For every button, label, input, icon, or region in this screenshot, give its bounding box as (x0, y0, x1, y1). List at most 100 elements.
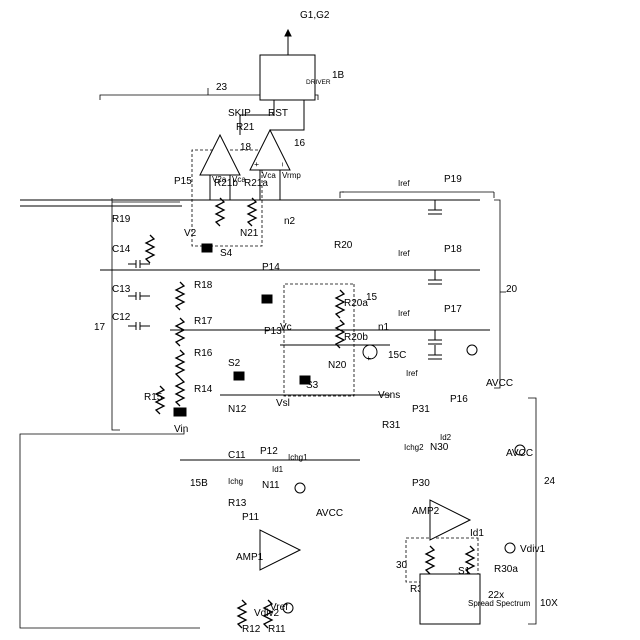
rotated-schematic: 23 20 17 24 15B R20 R21 30 DRIVER 1B G1,… (20, 10, 558, 635)
transistor-p19 (428, 200, 442, 214)
transistor-p16 (428, 345, 442, 359)
spread-spectrum-ref: 22x (488, 590, 504, 601)
p14-label: P14 (262, 262, 280, 273)
resistor-r19 (146, 235, 154, 263)
n1-label: n1 (378, 322, 390, 333)
ichg1-label: Ichg1 (288, 453, 308, 462)
id1-label: Id1 (272, 465, 284, 474)
r18-label: R18 (194, 280, 213, 291)
n21-label: N21 (240, 228, 259, 239)
label-17: 17 (94, 322, 106, 333)
svg-text:−: − (278, 162, 287, 167)
transistor-p17 (428, 330, 442, 344)
vsw-label: Vin (174, 424, 188, 435)
transistor-p18 (428, 270, 442, 284)
vsw-terminal (174, 408, 186, 416)
vc-terminal (262, 295, 272, 303)
resistor-r21b (216, 198, 224, 226)
comparator-18-ref: 18 (240, 142, 252, 153)
p12-label: P12 (260, 446, 278, 457)
switch-s2 (234, 372, 244, 380)
vsl-label: Vsl (276, 398, 290, 409)
label-15c: 15C (388, 350, 406, 361)
driver-outputs-label: G1,G2 (300, 10, 330, 21)
label-24: 24 (544, 476, 556, 487)
capacitor-c12 (128, 322, 150, 330)
bracket-24 (528, 398, 536, 624)
p18-label: P18 (444, 244, 462, 255)
resistor-r21a (248, 198, 256, 226)
r14-label: R14 (194, 384, 213, 395)
resistor-r20a (336, 290, 344, 318)
iref-label-1: Iref (398, 179, 410, 188)
p19-label: P19 (444, 174, 462, 185)
vdiv2-label: Id1 (470, 528, 484, 539)
label-r21: R21 (236, 122, 255, 133)
ichg2-label: Ichg2 (404, 443, 424, 452)
label-20: 20 (506, 284, 518, 295)
switch-s4 (202, 244, 212, 252)
p31-label: P31 (412, 404, 430, 415)
r30a-label: R30a (494, 564, 518, 575)
r15-label: R15 (144, 392, 163, 403)
c12-label: C12 (112, 312, 131, 323)
avcc-terminal-1 (467, 345, 477, 355)
figure-label: 10X (540, 598, 558, 609)
v2-label: V2 (184, 228, 197, 239)
avcc-label-1: AVCC (486, 378, 513, 389)
c11-label: C11 (228, 450, 246, 461)
p16-label: P16 (450, 394, 468, 405)
vref-label: Vdiv1 (520, 544, 545, 555)
amp2-label: AMP2 (412, 506, 440, 517)
resistor-r18 (176, 282, 184, 310)
s4-label: S4 (220, 248, 233, 259)
bracket-20 (340, 192, 494, 198)
driver-name: DRIVER (306, 79, 331, 86)
r13-label: R13 (228, 498, 247, 509)
comparator-16-ref: 16 (294, 138, 306, 149)
n12-label: N12 (228, 404, 247, 415)
n20-label: N20 (328, 360, 347, 371)
p11-label: P11 (242, 512, 259, 523)
iref-label-4: Iref (406, 369, 418, 378)
p30-label: P30 (412, 478, 430, 489)
r12-label: R12 (242, 624, 261, 635)
r19-label: R19 (112, 214, 131, 225)
resistor-r20b (336, 320, 344, 348)
svg-text:+: + (364, 356, 373, 361)
c14-label: C14 (112, 244, 131, 255)
p15-label: P15 (174, 176, 192, 187)
s2-label: S2 (228, 358, 241, 369)
svg-text:+: + (252, 162, 261, 167)
amp1-label: AMP1 (236, 552, 264, 563)
avcc-label-2: AVCC (506, 448, 533, 459)
r21a-label: R21a (244, 178, 268, 189)
r20b-label: R20b (344, 332, 368, 343)
label-15b: 15B (190, 478, 208, 489)
n30-label: N30 (430, 442, 449, 453)
driver-ref: 1B (332, 70, 345, 81)
resistor-r16 (176, 350, 184, 378)
switch-s3 (300, 376, 310, 384)
label-r20: R20 (334, 240, 353, 251)
label-30: 30 (396, 560, 408, 571)
capacitor-c13 (128, 292, 150, 300)
r20a-label: R20a (344, 298, 368, 309)
iref-label-3: Iref (398, 309, 410, 318)
resistor-r17 (176, 318, 184, 346)
bracket-15b (20, 430, 200, 628)
p17-label: P17 (444, 304, 462, 315)
iref-label-2: Iref (398, 249, 410, 258)
vsns-label: Vsns (378, 390, 400, 401)
r17-label: R17 (194, 316, 213, 327)
id2-label: Id2 (440, 433, 452, 442)
n11-label: N11 (262, 480, 280, 491)
avcc-terminal-3 (295, 483, 305, 493)
skip-label: SKIP (228, 108, 251, 119)
label-23: 23 (216, 82, 228, 93)
vc-label: Vc (280, 322, 292, 333)
rst-label: RST (268, 108, 288, 119)
vrmp-label: Vrmp (282, 171, 301, 180)
r21b-label: R21b (214, 178, 238, 189)
